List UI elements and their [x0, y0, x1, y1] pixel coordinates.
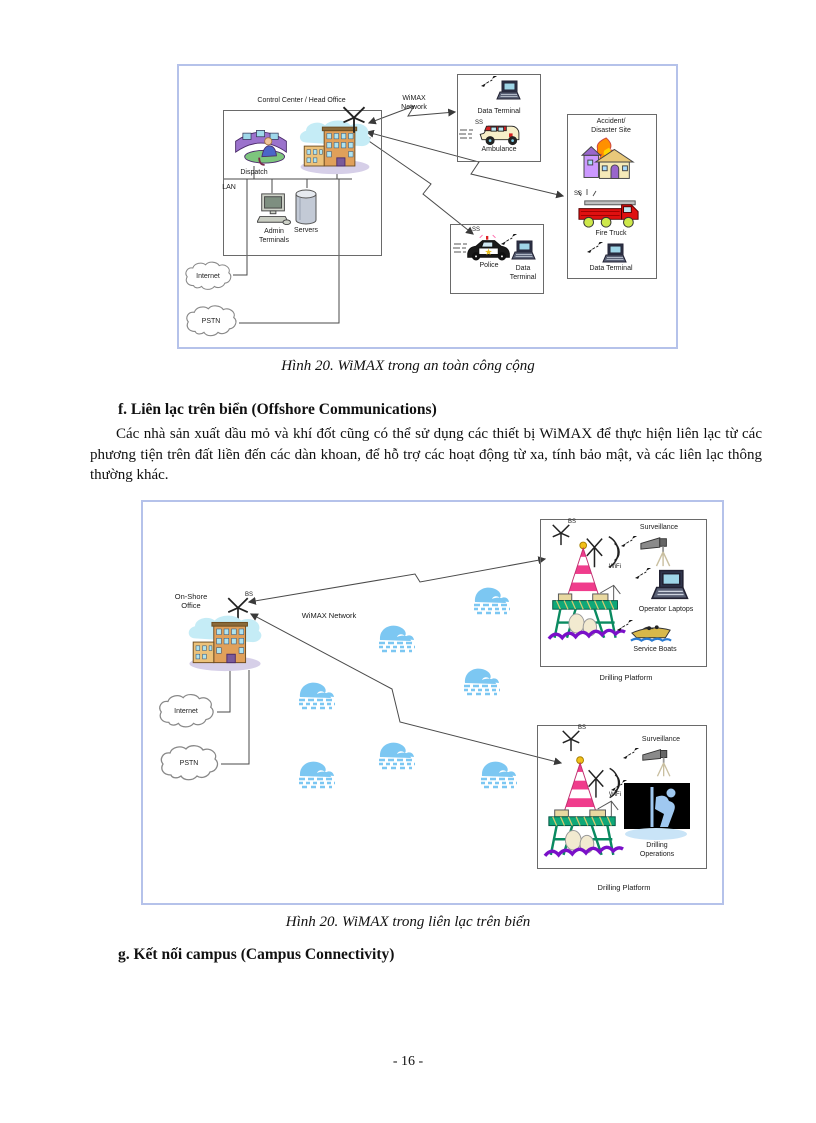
control-center-title: Control Center / Head Office	[257, 97, 346, 104]
platform2-surveillance-label: Surveillance	[641, 736, 681, 743]
platform1-title: Drilling Platform	[599, 673, 653, 682]
firetruck-ss-label: SS	[573, 191, 582, 197]
police-box	[450, 224, 544, 294]
section-f-heading: f. Liên lạc trên biển (Offshore Communic…	[118, 401, 437, 418]
drilling-operations-label: Drilling Operations	[639, 842, 675, 858]
data-terminal-laptop-icon	[495, 79, 521, 103]
server-icon	[293, 188, 319, 226]
service-boat-icon	[629, 620, 673, 646]
dispatch-console-icon	[232, 121, 290, 167]
firetruck-data-terminal-label: Data Terminal	[589, 265, 633, 272]
surveillance-camera-icon	[639, 534, 673, 568]
drilling-platform2-box	[537, 725, 707, 869]
wave-icon	[295, 678, 339, 710]
service-boats-label: Service Boats	[633, 646, 677, 653]
platform1-surveillance-label: Surveillance	[639, 524, 679, 531]
data-terminal-laptop-icon	[601, 242, 627, 266]
figure1-caption: Hình 20. WiMAX trong an toàn công cộng	[281, 358, 535, 374]
onshore-bs-label: BS	[244, 592, 253, 598]
figure1-diagram: Control Center / Head Office Dispatch LA…	[177, 64, 678, 349]
figure2-caption: Hình 20. WiMAX trong liên lạc trên biển	[285, 914, 531, 930]
onshore-building-icon	[183, 614, 267, 672]
internet-label: Internet	[174, 707, 198, 715]
lan-label: LAN	[222, 184, 236, 191]
ambulance-icon	[473, 118, 527, 147]
fire-truck-icon	[577, 196, 641, 231]
fire-truck-label: Fire Truck	[595, 230, 627, 237]
wave-icon	[375, 738, 419, 770]
internet-cloud: Internet	[182, 260, 234, 292]
admin-terminals-label: Admin Terminals	[259, 228, 289, 244]
base-station-antenna-icon	[339, 106, 369, 134]
figure2-diagram: On-Shore Office BS WiMAX Network Interne…	[141, 500, 724, 905]
surveillance-camera-icon	[641, 746, 673, 778]
wave-icon	[470, 583, 514, 615]
drilling-operations-icon	[622, 783, 692, 841]
bs-antenna-icon	[559, 730, 583, 752]
internet-cloud: Internet	[155, 692, 217, 730]
burning-house-icon	[579, 136, 643, 190]
pstn-cloud: PSTN	[157, 742, 221, 784]
operator-laptop-icon	[649, 568, 689, 604]
section-f-paragraph: Các nhà sản xuất dầu mỏ và khí đốt cũng …	[90, 426, 762, 483]
wimax-network-label: WiMAX Network	[401, 95, 427, 111]
section-g-heading: g. Kết nối campus (Campus Connectivity)	[118, 946, 395, 963]
wave-icon	[477, 757, 521, 789]
platform2-bs-label: BS	[577, 725, 586, 731]
pstn-cloud: PSTN	[183, 302, 239, 340]
platform2-wifi-label: WiFi	[609, 792, 621, 798]
admin-terminal-icon	[257, 192, 291, 226]
wave-icon	[375, 621, 419, 653]
accident-site-box	[567, 114, 657, 279]
data-terminal-laptop-icon	[510, 238, 536, 264]
onshore-office-label: On-Shore Office	[174, 592, 208, 611]
platform2-title: Drilling Platform	[597, 883, 651, 892]
radio-link-icon	[621, 536, 637, 547]
accident-site-title: Accident/ Disaster Site	[591, 118, 631, 134]
wave-icon	[295, 757, 339, 789]
page-number: - 16 -	[392, 1054, 424, 1069]
ambulance-data-terminal-label: Data Terminal	[477, 108, 521, 115]
wave-icon	[460, 664, 504, 696]
internet-label: Internet	[196, 272, 220, 280]
ambulance-label: Ambulance	[481, 146, 517, 153]
platform1-bs-label: BS	[567, 519, 576, 525]
pstn-label: PSTN	[201, 317, 221, 325]
drilling-platform1-box	[540, 519, 707, 667]
police-label: Police	[479, 262, 499, 269]
operator-laptops-label: Operator Laptops	[638, 606, 694, 613]
wimax-network-label: WiMAX Network	[301, 611, 357, 620]
servers-label: Servers	[293, 227, 319, 234]
ambulance-box	[457, 74, 541, 162]
ambulance-ss-label: SS	[474, 120, 483, 126]
dispatch-label: Dispatch	[240, 169, 268, 176]
radio-link-icon	[623, 748, 639, 759]
pstn-label: PSTN	[179, 759, 199, 767]
platform1-wifi-label: WiFi	[609, 564, 621, 570]
control-center-box	[223, 110, 382, 256]
police-data-terminal-label: Data Terminal	[509, 265, 537, 281]
police-ss-label: SS	[471, 227, 480, 233]
